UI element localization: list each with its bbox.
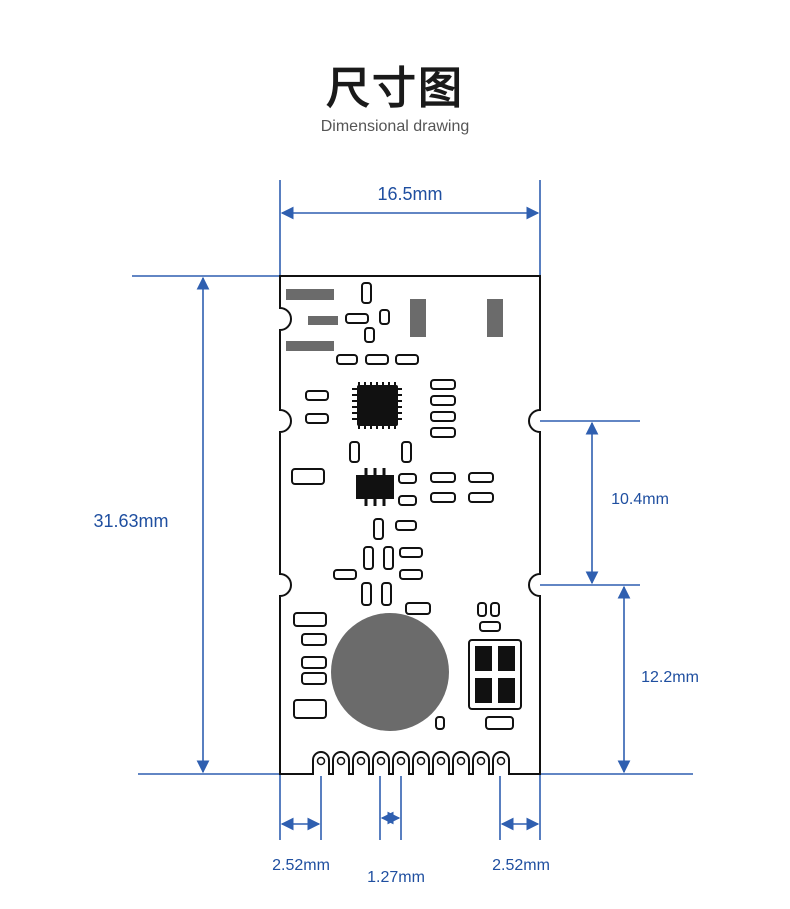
capacitor xyxy=(468,472,494,483)
resistor xyxy=(363,546,374,570)
capacitor xyxy=(399,569,423,580)
resistor xyxy=(430,379,456,390)
left-pin-offset-label: 2.52mm xyxy=(272,857,330,874)
crystal-pad xyxy=(475,646,492,671)
crystal-pad xyxy=(475,678,492,703)
resistor xyxy=(477,602,487,617)
capacitor xyxy=(379,309,390,325)
dimension-lines xyxy=(132,180,693,840)
pcb-components xyxy=(286,282,522,731)
capacitor xyxy=(305,390,329,401)
capacitor xyxy=(301,633,327,646)
inductor xyxy=(293,612,327,627)
capacitor xyxy=(430,472,456,483)
upper-notch-label: 10.4mm xyxy=(611,491,669,508)
pin-pitch-label: 1.27mm xyxy=(367,869,425,886)
main-chip-icon xyxy=(352,382,402,429)
disc-component xyxy=(331,613,449,731)
pin-holes xyxy=(316,756,506,766)
resistor xyxy=(373,518,384,540)
capacitor xyxy=(345,313,369,324)
capacitor xyxy=(485,716,514,730)
capacitor xyxy=(364,327,375,343)
resistor xyxy=(430,427,456,438)
page-title: 尺寸图 xyxy=(326,63,464,114)
capacitor xyxy=(333,569,357,580)
page-subtitle: Dimensional drawing xyxy=(320,118,470,135)
lower-notch-label: 12.2mm xyxy=(641,669,699,686)
resistor xyxy=(365,354,389,365)
capacitor xyxy=(399,547,423,558)
small-chip-icon xyxy=(356,468,394,506)
resistor xyxy=(430,395,456,406)
resistor xyxy=(361,582,372,606)
capacitor xyxy=(430,492,456,503)
resistor xyxy=(336,354,358,365)
grey-pad xyxy=(487,299,503,337)
resistor xyxy=(395,354,419,365)
height-label: 31.63mm xyxy=(93,511,168,531)
capacitor xyxy=(435,716,445,730)
capacitor xyxy=(405,602,431,615)
capacitor xyxy=(479,621,501,632)
width-label: 16.5mm xyxy=(377,184,442,204)
inductor xyxy=(293,699,327,719)
antenna-pad xyxy=(308,316,338,325)
right-pin-offset-label: 2.52mm xyxy=(492,857,550,874)
resistor xyxy=(383,546,394,570)
resistor xyxy=(490,602,500,617)
resistor xyxy=(401,441,412,463)
capacitor xyxy=(398,495,417,506)
resistor xyxy=(381,582,392,606)
grey-pad xyxy=(410,299,426,337)
capacitor xyxy=(398,473,417,484)
resistor xyxy=(349,441,360,463)
inductor xyxy=(291,468,325,485)
crystal-pad xyxy=(498,678,515,703)
resistor xyxy=(430,411,456,422)
resistor xyxy=(395,520,417,531)
capacitor xyxy=(468,492,494,503)
resistor xyxy=(361,282,372,304)
antenna-pad xyxy=(286,289,334,300)
antenna-pad xyxy=(286,341,334,351)
capacitor xyxy=(305,413,329,424)
capacitor xyxy=(301,656,327,669)
crystal-pad xyxy=(498,646,515,671)
capacitor xyxy=(301,672,327,685)
